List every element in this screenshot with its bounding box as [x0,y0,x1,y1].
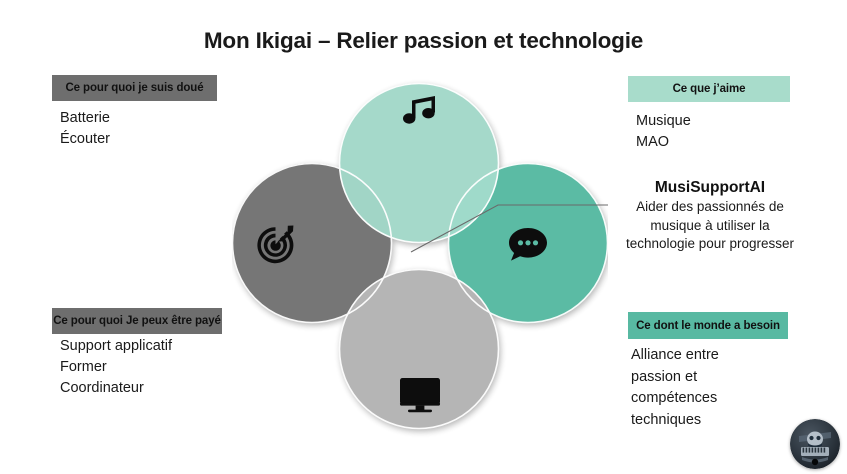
callout-description: Aider des passionnés de musique à utilis… [625,199,795,251]
quadrant-label-paid: Ce pour quoi Je peux être payé [52,308,222,334]
center-callout: MusiSupportAI Aider des passionnés de mu… [596,178,824,254]
quadrant-items-love: Musique MAO [636,113,691,150]
quadrant-label-love: Ce que j’aime [628,76,790,102]
quadrant-items-paid: Support applicatif Former Coordinateur [60,338,173,396]
speech-bubble-icon [509,228,547,261]
monitor-icon [400,378,440,413]
target-icon [257,225,294,264]
music-note-icon [403,96,435,124]
callout-leader-line [410,204,608,253]
venn-circle-paid [339,269,499,429]
ikigai-venn-diagram [232,78,608,458]
quadrant-items-world: Alliance entre passion et compétences te… [631,347,719,428]
quadrant-label-world: Ce dont le monde a besoin [628,312,788,339]
page-title: Mon Ikigai – Relier passion et technolog… [203,28,644,53]
callout-title: MusiSupportAI [654,179,766,196]
quadrant-label-gifted: Ce pour quoi je suis doué [52,75,217,101]
logo-badge [790,419,840,469]
quadrant-items-gifted: Batterie Écouter [60,110,110,147]
